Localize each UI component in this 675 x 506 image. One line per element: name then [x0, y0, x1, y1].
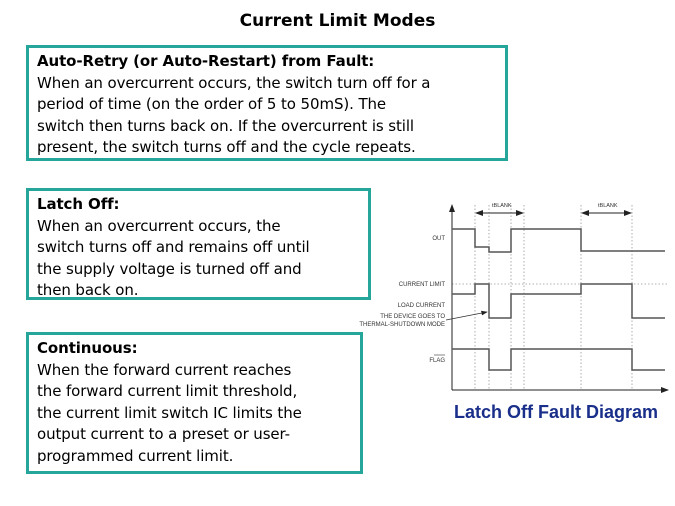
out-label: OUT	[432, 236, 445, 242]
timing-guides	[452, 205, 668, 390]
auto-retry-line: switch then turns back on. If the overcu…	[37, 116, 414, 135]
latch-off-heading: Latch Off:	[37, 195, 120, 213]
tblank-label: tBLANK	[598, 203, 618, 209]
continuous-heading: Continuous:	[37, 339, 138, 357]
slide-title: Current Limit Modes	[239, 11, 436, 31]
latch-off-box: Latch Off: When an overcurrent occurs, t…	[26, 188, 371, 300]
continuous-line: output current to a preset or user-	[37, 425, 290, 443]
latch-off-line: When an overcurrent occurs, the	[37, 216, 281, 235]
auto-retry-heading: Auto-Retry (or Auto-Restart) from Fault:	[37, 52, 375, 70]
out-waveform	[452, 228, 665, 253]
flag-label: FLAG	[429, 358, 445, 364]
flag-waveform	[452, 348, 665, 371]
continuous-line: the forward current limit threshold,	[37, 382, 298, 400]
continuous-line: the current limit switch IC limits the	[37, 403, 302, 422]
auto-retry-line: present, the switch turns off and the cy…	[37, 138, 416, 156]
continuous-line: When the forward current reaches	[37, 360, 292, 379]
auto-retry-line: When an overcurrent occurs, the switch t…	[37, 73, 431, 92]
annotation-line2: THERMAL-SHUTDOWN MODE	[359, 322, 445, 328]
auto-retry-box: Auto-Retry (or Auto-Restart) from Fault:…	[26, 45, 508, 161]
diagram-caption: Latch Off Fault Diagram	[454, 402, 658, 422]
continuous-box: Continuous: When the forward current rea…	[26, 332, 363, 474]
auto-retry-line: period of time (on the order of 5 to 50m…	[37, 95, 387, 113]
load-current-waveform	[452, 283, 665, 319]
continuous-line: programmed current limit.	[37, 446, 234, 465]
latch-off-line: then back on.	[37, 281, 139, 299]
current-limit-label: CURRENT LIMIT	[399, 282, 446, 288]
load-current-label: LOAD CURRENT	[398, 303, 446, 309]
latch-off-line: the supply voltage is turned off and	[37, 259, 302, 278]
annotation-line1: THE DEVICE GOES TO	[380, 314, 445, 320]
latch-off-line: switch turns off and remains off until	[37, 238, 310, 256]
annotation-arrow	[445, 310, 488, 321]
tblank-label: tBLANK	[492, 203, 512, 209]
